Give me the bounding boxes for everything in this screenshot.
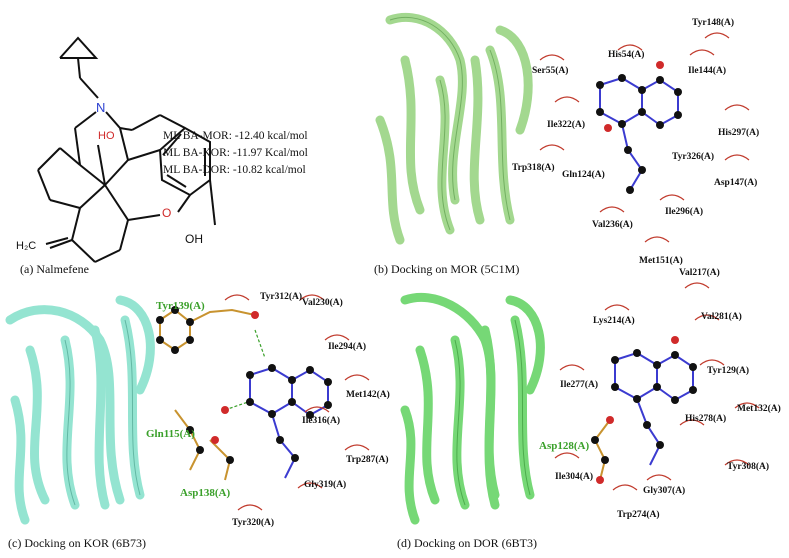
ba-mor: ML BA-MOR: -12.40 kcal/mol bbox=[163, 130, 308, 142]
mor-res-his297: His297(A) bbox=[718, 128, 760, 138]
kor-hbond-asp138: Asp138(A) bbox=[180, 487, 231, 499]
dor-res-trp274: Trp274(A) bbox=[617, 510, 660, 520]
kor-res-ile294: Ile294(A) bbox=[328, 342, 366, 352]
mor-protein-cartoon bbox=[375, 12, 750, 245]
mor-res-ile296: Ile296(A) bbox=[665, 207, 703, 217]
kor-res-val230: Val230(A) bbox=[302, 298, 343, 308]
kor-res-tyr320: Tyr320(A) bbox=[232, 518, 275, 528]
ba-kor: ML BA-KOR: -11.97 Kcal/mol bbox=[163, 147, 308, 159]
mor-res-ile322: Ile322(A) bbox=[547, 120, 585, 130]
dor-hbond-asp128: Asp128(A) bbox=[539, 440, 590, 452]
caption-d: (d) Docking on DOR (6BT3) bbox=[397, 536, 537, 550]
atom-oh: OH bbox=[185, 232, 203, 246]
mor-res-asp147: Asp147(A) bbox=[714, 178, 758, 188]
kor-res-met142: Met142(A) bbox=[346, 390, 390, 400]
dor-res-tyr129: Tyr129(A) bbox=[707, 366, 750, 376]
kor-hbond-gln115: Gln115(A) bbox=[146, 428, 195, 440]
mor-res-gln124: Gln124(A) bbox=[562, 170, 605, 180]
kor-res-tyr312: Tyr312(A) bbox=[260, 292, 303, 302]
caption-a: (a) Nalmefene bbox=[20, 262, 89, 276]
atom-n: N bbox=[96, 100, 106, 115]
mor-res-trp318: Trp318(A) bbox=[512, 163, 555, 173]
atom-h2c: H₂C bbox=[16, 240, 37, 252]
kor-res-trp287: Trp287(A) bbox=[346, 455, 389, 465]
dor-res-val217: Val217(A) bbox=[679, 268, 720, 278]
dor-res-gly307: Gly307(A) bbox=[643, 486, 686, 496]
mor-res-his54: His54(A) bbox=[608, 50, 645, 60]
panel-c-kor: Tyr139(A) Gln115(A) Asp138(A) Tyr312(A) … bbox=[0, 280, 395, 558]
panel-d-dor: Val217(A) Lys214(A) Val281(A) Tyr129(A) … bbox=[385, 268, 789, 558]
mor-res-ile144: Ile144(A) bbox=[688, 66, 726, 76]
kor-hydrophobic-arcs bbox=[224, 294, 370, 511]
panel-a-nalmefene: N HO O OH H₂C ML BA-MOR: -12.40 kcal/mol… bbox=[0, 0, 380, 280]
caption-b: (b) Docking on MOR (5C1M) bbox=[374, 262, 520, 276]
mor-res-ser55: Ser55(A) bbox=[532, 66, 569, 76]
dor-res-val281: Val281(A) bbox=[701, 312, 742, 322]
mor-res-met151: Met151(A) bbox=[639, 256, 683, 266]
mor-res-val236: Val236(A) bbox=[592, 220, 633, 230]
atom-o: O bbox=[162, 206, 172, 220]
kor-res-ile316: Ile316(A) bbox=[302, 416, 340, 426]
kor-res-gly319: Gly319(A) bbox=[304, 480, 347, 490]
atom-ho: HO bbox=[98, 130, 115, 142]
nalmefene-structure bbox=[37, 36, 216, 263]
caption-c: (c) Docking on KOR (6B73) bbox=[8, 536, 146, 550]
mor-hydrophobic-arcs bbox=[539, 32, 750, 243]
dor-res-met132: Met132(A) bbox=[737, 404, 781, 414]
dor-protein-cartoon bbox=[400, 282, 760, 525]
kor-protein-cartoon bbox=[5, 294, 370, 525]
panel-b-mor: Tyr148(A) His54(A) Ser55(A) Ile144(A) Il… bbox=[360, 0, 789, 285]
mor-res-tyr148: Tyr148(A) bbox=[692, 18, 735, 28]
dor-res-ile304: Ile304(A) bbox=[555, 472, 593, 482]
dor-res-ile277: Ile277(A) bbox=[560, 380, 598, 390]
binding-affinity-list: ML BA-MOR: -12.40 kcal/mol ML BA-KOR: -1… bbox=[163, 128, 308, 179]
dor-res-lys214: Lys214(A) bbox=[593, 316, 635, 326]
dor-hydrophobic-arcs bbox=[554, 282, 760, 491]
dor-res-his278: His278(A) bbox=[685, 414, 727, 424]
ba-dor: ML BA-DOR: -10.82 kcal/mol bbox=[163, 164, 306, 176]
mor-res-tyr326: Tyr326(A) bbox=[672, 152, 715, 162]
kor-hbond-tyr139: Tyr139(A) bbox=[156, 300, 205, 312]
dor-res-tyr308: Tyr308(A) bbox=[727, 462, 770, 472]
